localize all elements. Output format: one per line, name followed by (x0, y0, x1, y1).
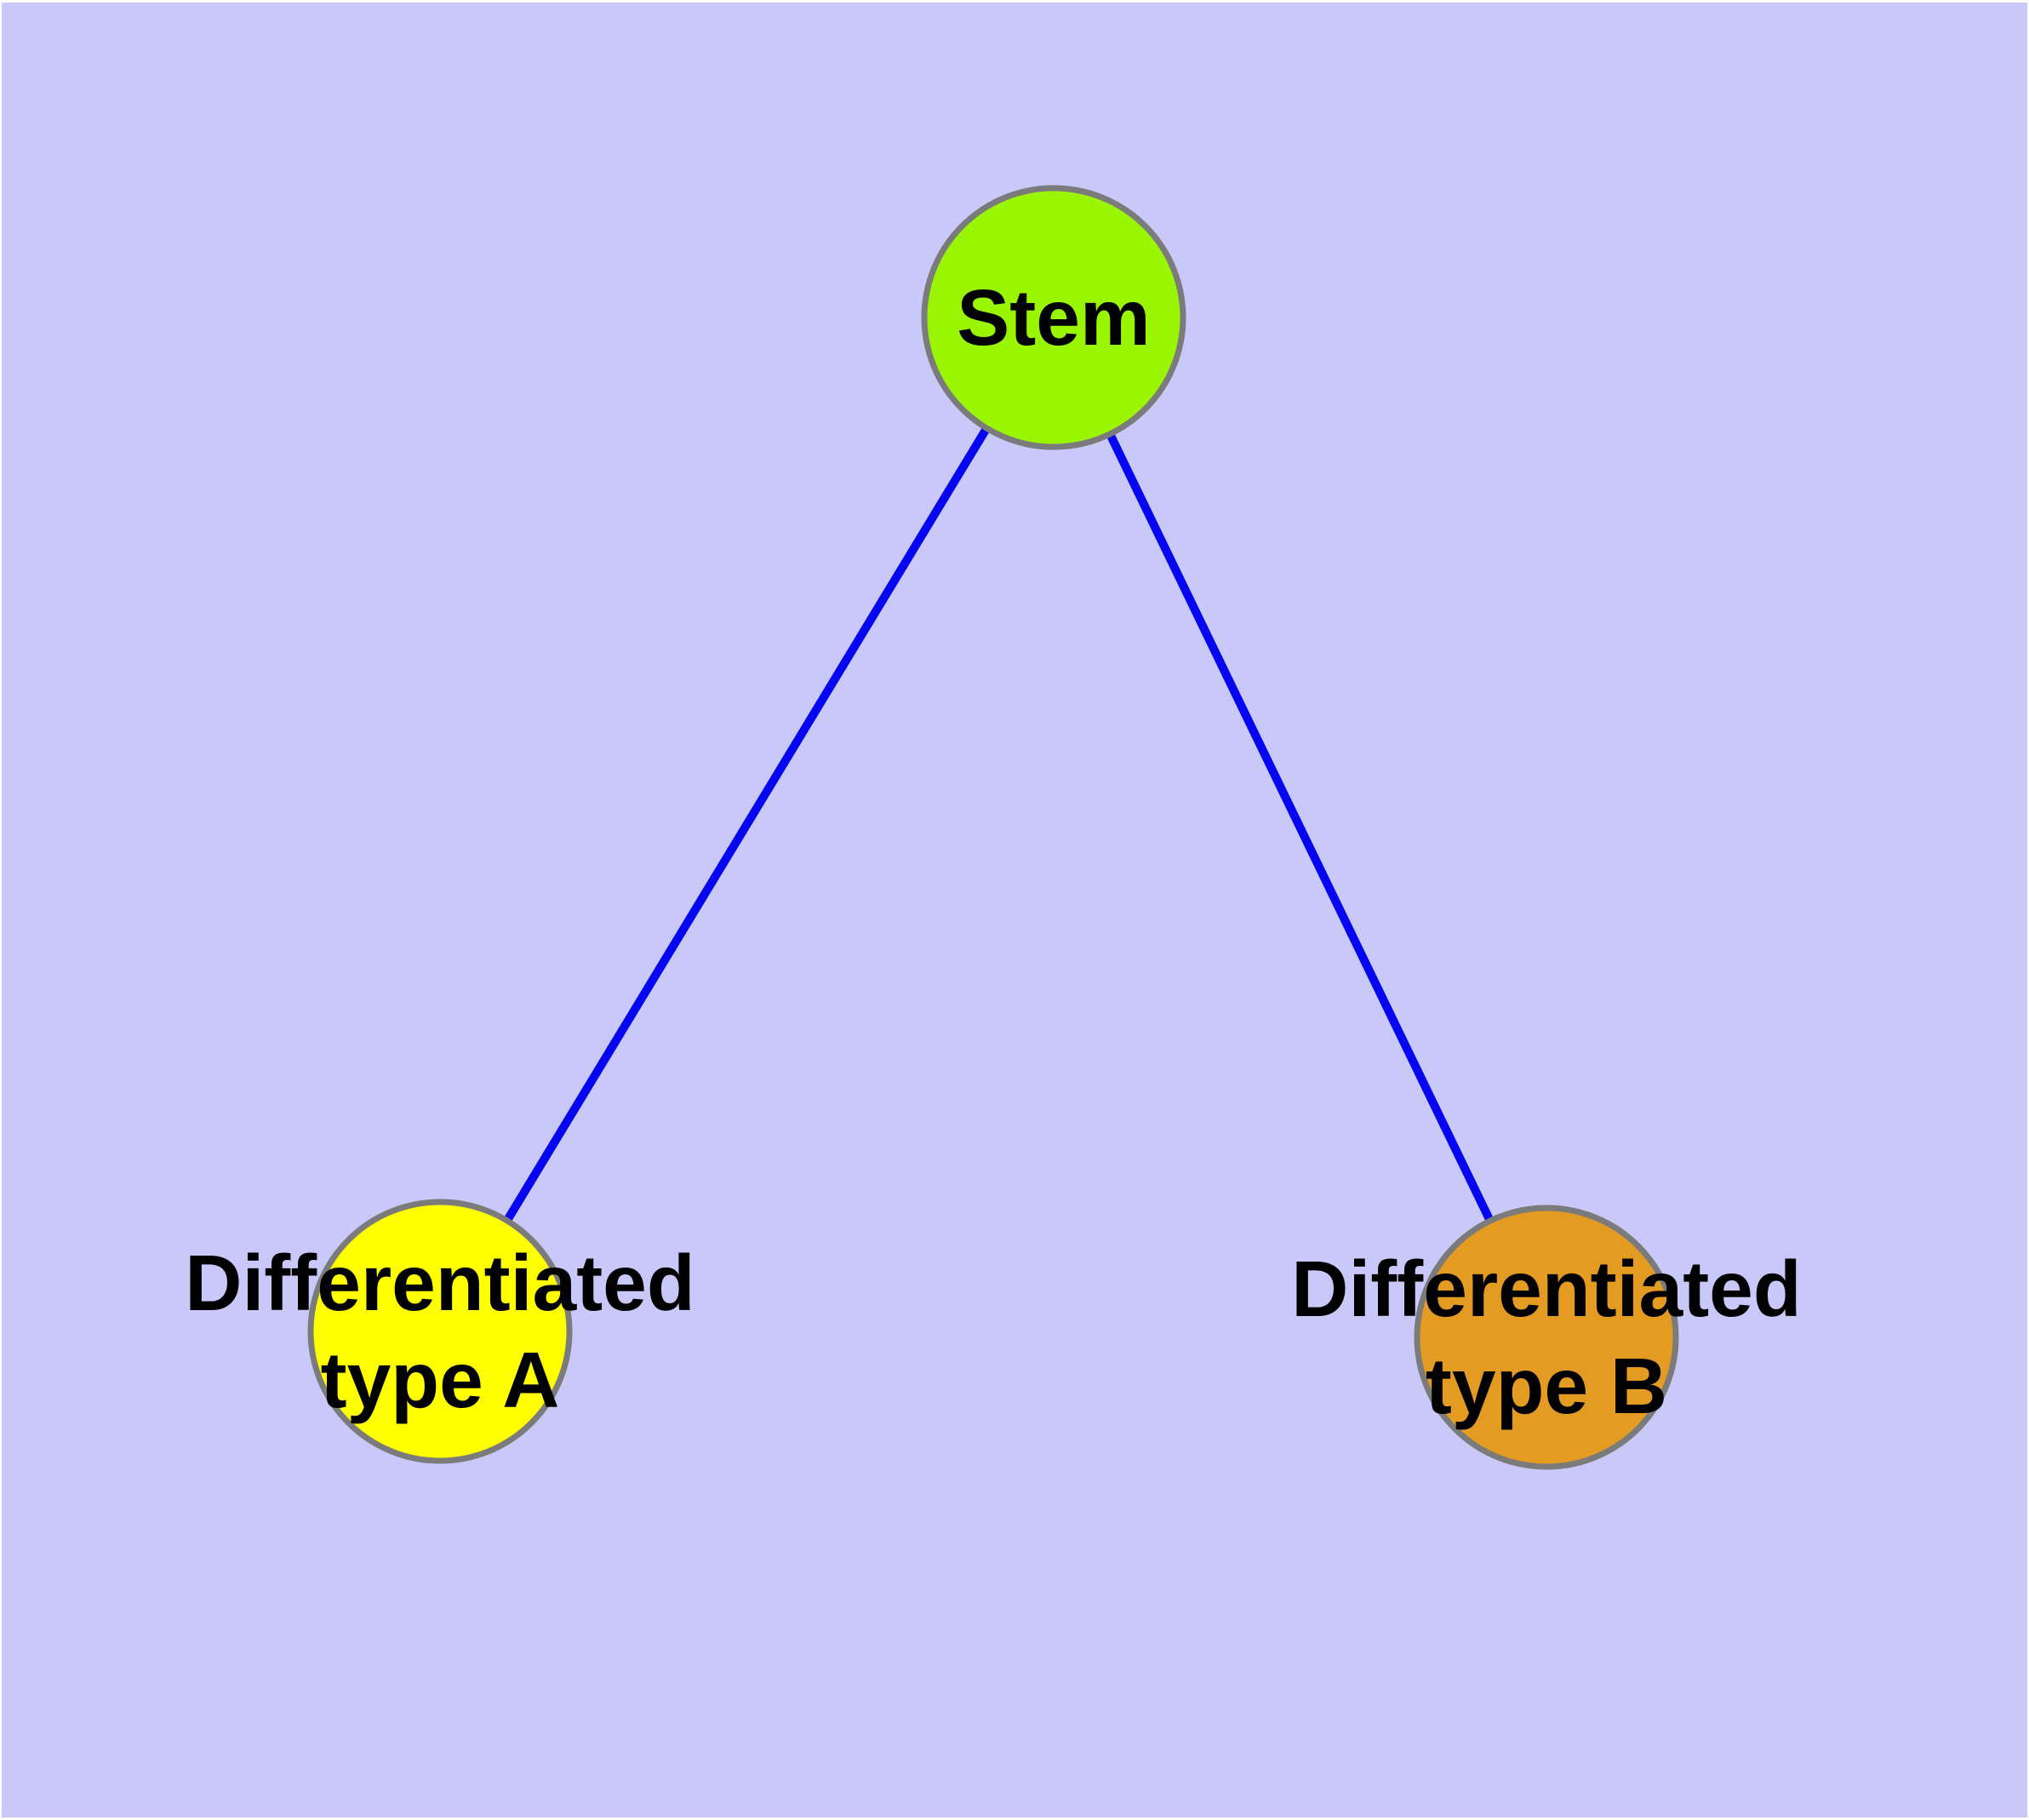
node-stem-label: Stem (957, 273, 1150, 362)
edge-stem-to-type-b (1049, 315, 1551, 1340)
node-type-b-label-line1: Differentiated (1291, 1245, 1801, 1333)
node-differentiated-type-b (1414, 1205, 1679, 1470)
node-differentiated-type-a (307, 1199, 573, 1464)
node-type-a-label-line2: type A (321, 1336, 560, 1424)
node-stem (921, 185, 1186, 450)
node-type-b-label-line2: type B (1426, 1342, 1667, 1430)
edge-stem-to-type-a (436, 315, 1058, 1334)
node-type-a-label-line1: Differentiated (185, 1239, 694, 1327)
